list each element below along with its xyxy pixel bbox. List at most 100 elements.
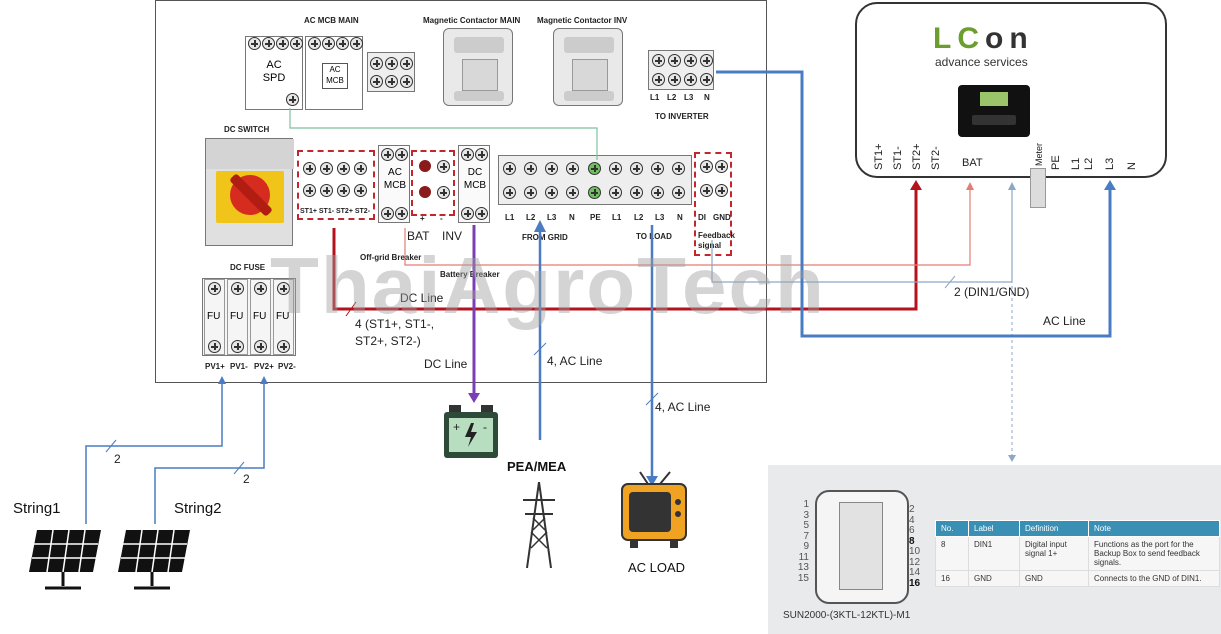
bat-minus: - [440,214,443,223]
ac-line-label: AC Line [1043,314,1086,328]
inverter-display [958,85,1030,137]
string1-tick [105,439,117,453]
terminal-strip-small [367,52,415,92]
fuse-2: FU [230,311,244,322]
grid-t7: L2 [634,213,644,222]
string1-count: 2 [114,452,121,466]
lcon-logo: LCon [933,22,1034,56]
string2-arrow [260,376,268,384]
dc-line-arrow [910,180,922,190]
huawei-model-label: SUN2000-(3KTL-12KTL)-M1 [783,610,911,621]
bat-label: BAT [407,229,430,243]
dc-tick [345,301,357,317]
from-grid-label: FROM GRID [522,233,568,242]
battery-breaker-label: Battery Breaker [440,270,500,279]
grid-t8: L3 [655,213,665,222]
to-inverter-terminals [648,50,714,90]
grid-t9: N [677,213,683,222]
fuse-3: FU [253,311,267,322]
grid-t2: L2 [526,213,536,222]
din-tick [944,275,956,289]
offgrid-ac-mcb: AC MCB [378,145,410,223]
lcon-st1-plus: ST1+ [873,143,885,170]
watermark: ThaiAgroTech [270,241,826,330]
inv-label: INV [442,229,463,243]
mag-main-label: Magnetic Contactor MAIN [423,16,521,25]
grid-t1: L1 [505,213,515,222]
ac-load-label: AC LOAD [628,560,686,575]
string2-line [154,380,265,524]
gnd-label: GND [713,213,731,222]
pea-label: PEA/MEA [507,459,567,474]
dc-line-count2: ST2+, ST2-) [355,334,421,348]
lcon-bat: BAT [962,157,983,169]
bat-signal-arrow [966,182,974,190]
string1-line [85,380,223,524]
lcon-tagline: advance services [935,55,1028,69]
pv1-plus: PV1+ [205,362,225,371]
col-note: Note [1088,520,1220,537]
meter-device [1030,168,1046,208]
pv2-plus: PV2+ [254,362,274,371]
inv-l1: L1 [650,93,660,102]
di-label: DI [698,213,706,222]
to-load-label: TO LOAD [636,232,672,241]
string2-tick [233,461,245,475]
lcon-l3: L3 [1104,157,1116,170]
bat-terminal-group [411,150,455,216]
ac-mcb-main-block: AC MCB [305,36,363,110]
lcon-st2-minus: ST2- [930,146,942,170]
col-no: No. [935,520,969,537]
inv-l2: L2 [667,93,677,102]
load-arrow [646,476,658,486]
lcon-l2: L2 [1083,157,1095,170]
meter-label: Meter [1034,142,1044,166]
ac-line-blue [716,70,1112,338]
string2-count: 2 [243,472,250,486]
ac-mcb-main-label: AC MCB MAIN [304,16,359,25]
ac-line-load-label: 4, AC Line [655,400,711,414]
dc-line-label: DC Line [400,291,444,305]
dc-line-count: 4 (ST1+, ST1-, [355,317,435,331]
lcon-st1-minus: ST1- [892,146,904,170]
lcon-logo-lc: LC [933,22,985,55]
dc-switch [205,138,294,246]
lcon-logo-on: on [985,22,1034,55]
dc-mcb: DC MCB [458,145,490,223]
dc-line-battery-label: DC Line [424,357,468,371]
offgrid-breaker-label: Off-grid Breaker [360,253,422,262]
mag-inv-label: Magnetic Contactor INV [537,16,628,25]
ac-spd-label: AC SPD [262,59,286,84]
magnetic-contactor-main [443,28,513,106]
col-label: Label [968,520,1020,537]
ac-line-arrow [1104,180,1116,190]
grid-t3: L3 [547,213,557,222]
dc-mcb-label: DC MCB [463,167,487,191]
inv-n: N [704,93,710,102]
bat-signal-line [404,186,971,266]
string1-label: String1 [13,500,61,517]
st-labels: ST1+ ST1- ST2+ ST2- [300,208,371,215]
grid-t6: L1 [612,213,622,222]
lcon-l1: L1 [1070,157,1082,170]
ac-mcb-small-label: AC MCB [322,63,348,89]
bat-plus: + [420,214,425,223]
pv1-minus: PV1- [230,362,248,371]
din-label: 2 (DIN1/GND) [954,285,1030,299]
lcon-pe: PE [1050,155,1062,170]
load-tick [645,392,659,406]
pin-definition-table: No. Label Definition Note 8 DIN1 Digital… [935,520,1220,587]
ac-spd-block: AC SPD [245,36,303,110]
solar-panel-2-icon [114,528,194,594]
to-inverter-label: TO INVERTER [655,112,709,121]
battery-icon: + - [443,405,499,461]
svg-text:+: + [453,420,460,434]
fuse-1: FU [207,311,221,322]
dc-fuse-block: FU FU FU FU [202,278,296,356]
grid-t4: N [569,213,575,222]
green-signal-line [289,108,598,160]
table-row: 16 GND GND Connects to the GND of DIN1. [935,570,1220,587]
fuse-4: FU [276,311,290,322]
ac-mcb-label: AC MCB [383,167,407,191]
